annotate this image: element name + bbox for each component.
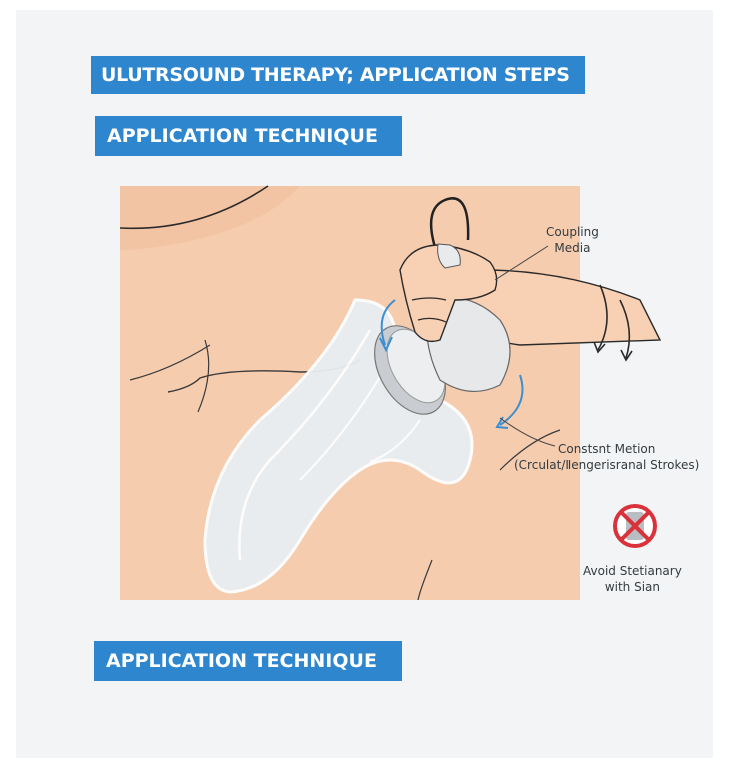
bottom-title-banner: APPLICATION TECHNIQUE — [94, 641, 402, 681]
coupling-media-callout: Coupling Media — [546, 224, 599, 256]
motion-label-line-2: (Crculat/Ⅱengerisranal Strokes) — [514, 457, 699, 473]
coupling-label-line-1: Coupling — [546, 224, 599, 240]
bottom-title: APPLICATION TECHNIQUE — [106, 650, 377, 672]
avoid-label-line-2: with Sian — [583, 579, 682, 595]
coupling-label-line-2: Media — [546, 240, 599, 256]
avoid-label-line-1: Avoid Stetianary — [583, 563, 682, 579]
motion-label-line-1: Constsnt Metion — [514, 441, 699, 457]
constant-motion-callout: Constsnt Metion (Crculat/Ⅱengerisranal S… — [514, 441, 699, 473]
avoid-stationary-callout: Avoid Stetianary with Sian — [583, 563, 682, 595]
no-stationary-icon — [615, 506, 655, 546]
